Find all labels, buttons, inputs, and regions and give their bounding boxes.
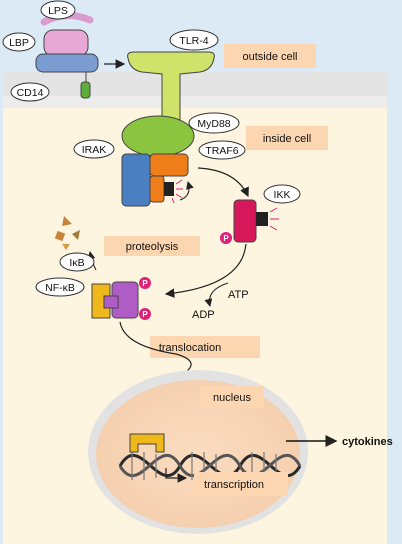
ikb-phosphate-1 <box>139 277 151 289</box>
irak-label: IRAK <box>82 144 107 156</box>
ikk-label: IKK <box>274 189 291 201</box>
nfkb-label: NF-κB <box>45 282 75 294</box>
irak-bubble <box>73 139 115 159</box>
lbp-shape <box>43 29 89 57</box>
nfkb-bubble <box>35 277 85 297</box>
dna-helix <box>118 452 302 480</box>
lbp-label: LBP <box>9 37 29 49</box>
ikk-to-ikb-arrow <box>164 243 247 298</box>
ikk-bubble <box>263 184 301 204</box>
lbp-bubble <box>2 32 36 52</box>
transcription-arrow <box>165 468 188 483</box>
myd88-bubble <box>188 112 240 134</box>
ikb-phosphate-2-label: P <box>142 310 148 319</box>
translocation-label: translocation <box>159 342 221 354</box>
lps-bubble <box>40 0 76 20</box>
transcription-box <box>194 472 288 496</box>
degraded-fragments <box>54 216 80 250</box>
membrane-inner-layer <box>3 96 387 108</box>
traf6-active-site <box>164 182 174 196</box>
irak-shape <box>121 153 151 207</box>
ikk-activation-burst <box>269 207 279 231</box>
cd14-label: CD14 <box>17 87 44 99</box>
tlr4-receptor <box>127 51 215 127</box>
ikk-phosphate <box>220 232 232 244</box>
transcription-label: transcription <box>204 479 264 491</box>
outside-cell-box <box>224 44 316 68</box>
atp-label: ATP <box>228 289 249 301</box>
traf6-bubble <box>198 140 246 160</box>
outside-cell-label: outside cell <box>242 51 297 63</box>
gpi-anchor-shape <box>80 81 91 99</box>
ikk-active-site <box>256 212 268 226</box>
nucleus-label: nucleus <box>213 392 251 404</box>
ikb-phosphate-1-label: P <box>142 279 148 288</box>
adp-label: ADP <box>192 309 215 321</box>
tlr4-label: TLR-4 <box>179 35 208 47</box>
ikk-shape <box>233 199 257 243</box>
cd14-bubble <box>10 82 50 102</box>
proteolysis-label: proteolysis <box>126 241 179 253</box>
nucleus-box <box>200 386 264 408</box>
traf6-activation-burst <box>171 179 183 204</box>
nucleus-shape <box>96 380 300 528</box>
atp-to-adp-arrow <box>204 282 229 307</box>
traf6-shape <box>149 153 189 177</box>
nfkb-bound-dna <box>129 433 165 453</box>
inside-cell-label: inside cell <box>263 133 311 145</box>
traf6-to-ikk-arrow <box>197 167 249 198</box>
inside-cell-box <box>246 126 328 150</box>
ikb-bubble <box>59 252 95 272</box>
translocation-box <box>150 336 260 358</box>
proteolysis-box <box>104 236 200 256</box>
ikb-phosphate-2 <box>139 308 151 320</box>
cytokines-label: cytokines <box>342 436 393 448</box>
traf6-loop-arrow <box>179 181 194 201</box>
cd14-shape <box>35 53 99 73</box>
lps-label: LPS <box>48 5 68 17</box>
ikk-phosphate-label: P <box>223 234 229 243</box>
tlr4-bubble <box>169 29 219 51</box>
myd88-label: MyD88 <box>197 118 230 130</box>
ikb-label: IκB <box>69 257 84 269</box>
myd88-shape <box>121 115 195 157</box>
traf6-label: TRAF6 <box>205 145 238 157</box>
